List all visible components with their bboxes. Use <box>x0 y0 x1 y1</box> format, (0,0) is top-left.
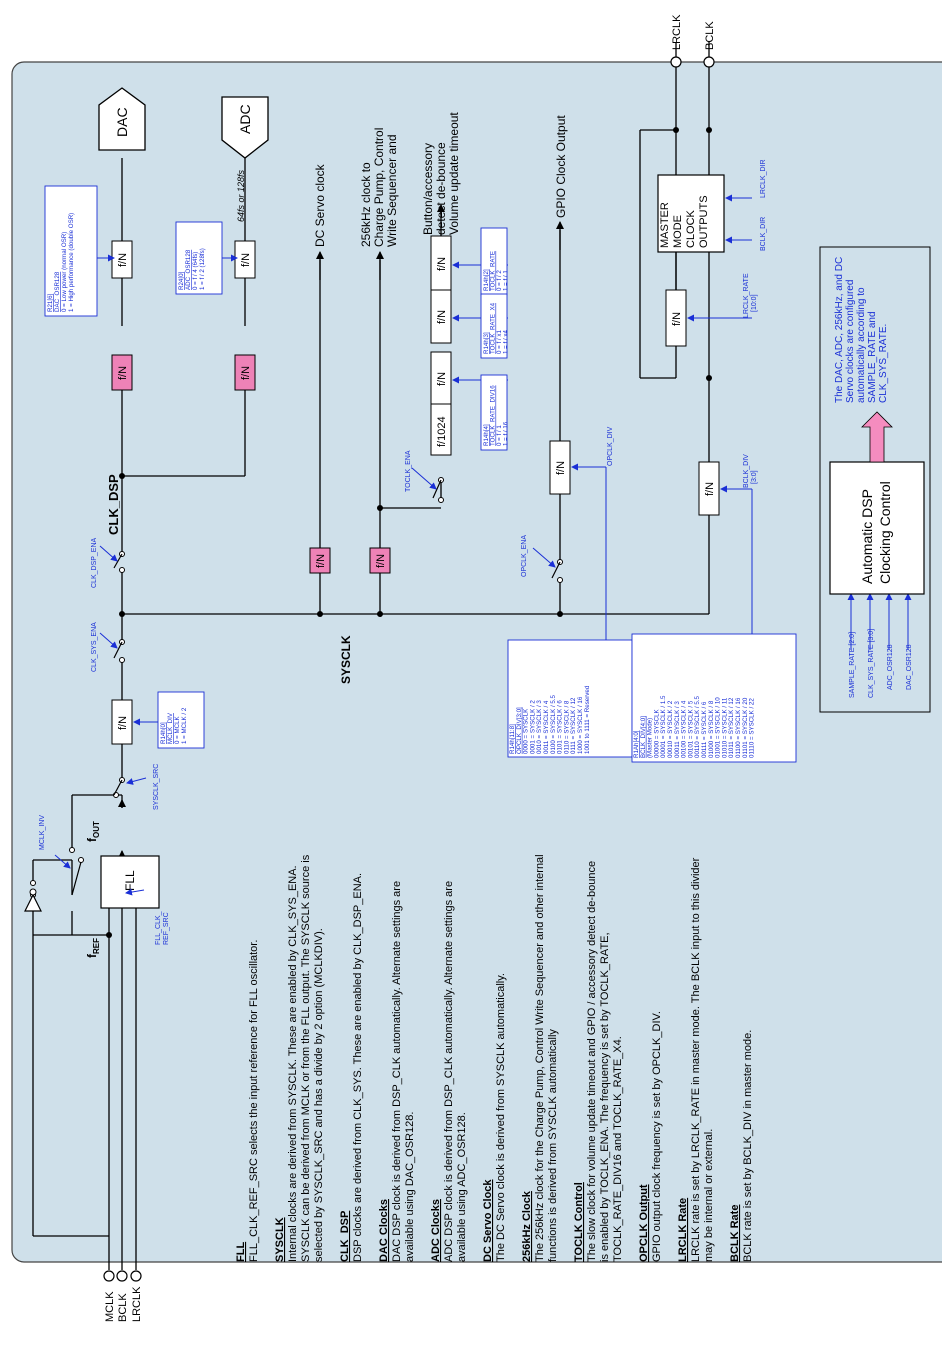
fll-ref-src-label: FLL_CLK_REF_SRC <box>155 911 170 945</box>
clk-dsp-ena-label: CLK_DSP_ENA <box>91 537 98 588</box>
f1024-label: f/1024 <box>436 416 448 447</box>
junction-dots <box>106 127 712 938</box>
divider-boxes <box>111 235 720 745</box>
auto-dsp-note: The DAC, ADC, 256kHz, and DCServo clocks… <box>834 257 889 403</box>
svg-text:FLLFLL_CLK_REF_SRC selects the: FLLFLL_CLK_REF_SRC selects the input ref… <box>235 940 260 1262</box>
dc-servo-label: DC Servo clock <box>313 163 327 247</box>
svg-text:OPCLK OutputGPIO output clock: OPCLK OutputGPIO output clock frequency … <box>638 1011 663 1262</box>
pink-up-arrow <box>861 411 893 463</box>
svg-text:R14h[11:8]OPCLK_DIV[3:0]0000 =: R14h[11:8]OPCLK_DIV[3:0]0000 = SYSCLK000… <box>509 685 591 754</box>
pin-lrclk-top: LRCLK <box>671 14 683 50</box>
pin-bclk-bottom: BCLK <box>117 1293 129 1322</box>
fn-label: f/N <box>117 366 129 380</box>
svg-text:R14h[2]TOCLK_RATE0 = f / 21 =: R14h[2]TOCLK_RATE0 = f / 21 = f / 1 <box>483 251 510 291</box>
gpio-output-label: GPIO Clock Output <box>554 115 568 218</box>
toclk-div-1024 <box>430 403 452 456</box>
fn-label: f/N <box>117 253 129 267</box>
svg-text:ADC ClocksADC DSP clock is der: ADC ClocksADC DSP clock is derived from … <box>430 881 468 1262</box>
fn-label: f/N <box>240 366 252 380</box>
fn-label: f/N <box>671 312 683 326</box>
master-mode-block: MASTERMODECLOCKOUTPUTS <box>657 174 725 253</box>
gpio-div <box>549 440 571 495</box>
svg-text:TOCLK ControlThe slow clock fo: TOCLK ControlThe slow clock for volume u… <box>573 861 624 1262</box>
fll-block: FLL <box>100 855 160 909</box>
fn-label: f/N <box>240 253 252 267</box>
opclk-div-label: OPCLK_DIV <box>607 426 614 466</box>
dac-osr128-label: DAC_OSR128 <box>906 644 913 690</box>
dac-pink-div <box>111 354 133 391</box>
dcservo-pink-div <box>309 547 331 574</box>
svg-text:256kHz ClockThe 256kHz clock f: 256kHz ClockThe 256kHz clock for the Cha… <box>521 854 559 1262</box>
adc-rate-label: 64fs or 128fs <box>236 169 246 222</box>
clk-sys-rate-label: CLK_SYS_RATE [3:0] <box>868 629 875 698</box>
clk-dsp-label: CLK_DSP <box>106 474 121 535</box>
lrclk-dir-label: LRCLK_DIR <box>760 159 767 198</box>
dac-output: DAC <box>98 87 146 151</box>
fn-label: f/N <box>555 461 567 475</box>
adc-pink-div <box>234 354 256 391</box>
svg-text:FLL: FLL <box>123 870 137 891</box>
charge-pump-label: 256kHz clock to Charge Pump, Control Wri… <box>359 124 399 247</box>
svg-text:MASTERMODECLOCKOUTPUTS: MASTERMODECLOCKOUTPUTS <box>659 195 710 248</box>
adc-osr128-label: ADC_OSR128 <box>887 644 894 690</box>
svg-text:CLK_DSPDSP clocks are derived: CLK_DSPDSP clocks are derived from CLK_S… <box>339 873 364 1262</box>
svg-text:DAC ClocksDAC DSP clock is der: DAC ClocksDAC DSP clock is derived from … <box>378 881 416 1262</box>
clk-sys-ena-label: CLK_SYS_ENA <box>91 622 98 672</box>
fn-label: f/N <box>117 716 129 730</box>
mclk-inv-label: MCLK_INV <box>39 815 46 850</box>
auto-dsp-frame <box>819 246 931 713</box>
control-labels: MCLK_INV FLL_CLK_REF_SRC SYSCLK_SRC CLK_… <box>39 159 913 945</box>
fn-label: f/N <box>436 372 448 386</box>
bclk-div <box>698 461 720 516</box>
svg-text:R14h[4]TOCLK_RATE_DIV160 = f /: R14h[4]TOCLK_RATE_DIV160 = f / 11 = f / … <box>483 385 510 446</box>
svg-text:R21[6]DAC_OSR1280 = Low power: R21[6]DAC_OSR1280 = Low power (normal OS… <box>47 213 75 312</box>
toclk-div-b <box>430 289 452 344</box>
toclk-ena-label: TOCLK_ENA <box>405 450 412 492</box>
bclk-dir-label: BCLK_DIR <box>760 217 767 251</box>
lrclk-rate-label: LRCLK_RATE[10:0] <box>743 273 758 318</box>
adc-output: ADC <box>221 96 269 159</box>
sysclk-label: SYSCLK <box>339 635 353 684</box>
register-text: R21[6]DAC_OSR1280 = Low power (normal OS… <box>47 213 756 758</box>
lrclk-div <box>665 289 687 347</box>
diagram-panel <box>11 61 942 1263</box>
svg-text:ADC: ADC <box>237 104 253 134</box>
svg-text:R14h[0]MCLK_DIV0 = MCLK1 = MCL: R14h[0]MCLK_DIV0 = MCLK1 = MCLK / 2 <box>160 707 188 744</box>
mclk-inverter <box>24 888 42 912</box>
opclk-ena-label: OPCLK_ENA <box>521 535 528 577</box>
svg-text:BCLK RateBCLK rate is set by B: BCLK RateBCLK rate is set by BCLK_DIV in… <box>729 1030 754 1262</box>
svg-text:R24[0]ADC_OSR1280 = f / 4 (64f: R24[0]ADC_OSR1280 = f / 4 (64fs)1 = f / … <box>178 248 206 290</box>
mclk-div <box>111 699 133 745</box>
svg-text:LRCLK RateLRCLK rate is set by: LRCLK RateLRCLK rate is set by LRCLK_RAT… <box>677 857 715 1262</box>
svg-text:SYSCLKInternal clocks are deri: SYSCLKInternal clocks are derived from S… <box>274 854 325 1262</box>
svg-text:DC Servo ClockThe DC Servo clo: DC Servo ClockThe DC Servo clock is deri… <box>482 973 507 1262</box>
fref-label: fREF <box>85 938 101 958</box>
fn-label: f/N <box>436 257 448 271</box>
divider-labels: f/N f/N f/N f/N f/N f/N f/N f/N f/N f/N f/N f/N f/N f… <box>117 253 716 730</box>
sample-rate-label: SAMPLE_RATE [2:0] <box>849 632 856 698</box>
pin-circles <box>103 56 715 1282</box>
sysclk-src-label: SYSCLK_SRC <box>153 764 160 810</box>
pin-mclk-bottom: MCLK <box>104 1291 116 1322</box>
svg-text:DAC: DAC <box>114 107 130 137</box>
toclk-output-label: Button/accessory detect de-bounce Volume… <box>421 112 461 235</box>
svg-text:R14h[3]TOCLK_RATE_X40 = f / x1: R14h[3]TOCLK_RATE_X40 = f / x11 = f / x4 <box>483 302 510 354</box>
fn-label: f/N <box>436 310 448 324</box>
notes-block: FLLFLL_CLK_REF_SRC selects the input ref… <box>235 854 754 1262</box>
fn-label: f/N <box>375 554 387 568</box>
fout-label: fOUT <box>85 821 101 842</box>
fn-label: f/N <box>315 554 327 568</box>
fn-label: f/N <box>704 482 716 496</box>
bclk-div-label: BCLK_DIV[3:0] <box>743 454 758 488</box>
register-boxes <box>44 185 797 763</box>
pink-dividers <box>111 354 391 574</box>
svg-text:R1Ah[4:0]BCLK_DIV[4:0](Master: R1Ah[4:0]BCLK_DIV[4:0](Master Mode)00000… <box>633 695 756 758</box>
pin-lrclk-bottom: LRCLK <box>131 1286 143 1322</box>
pin-bclk-top: BCLK <box>704 21 716 50</box>
cp-pink-div <box>369 547 391 574</box>
